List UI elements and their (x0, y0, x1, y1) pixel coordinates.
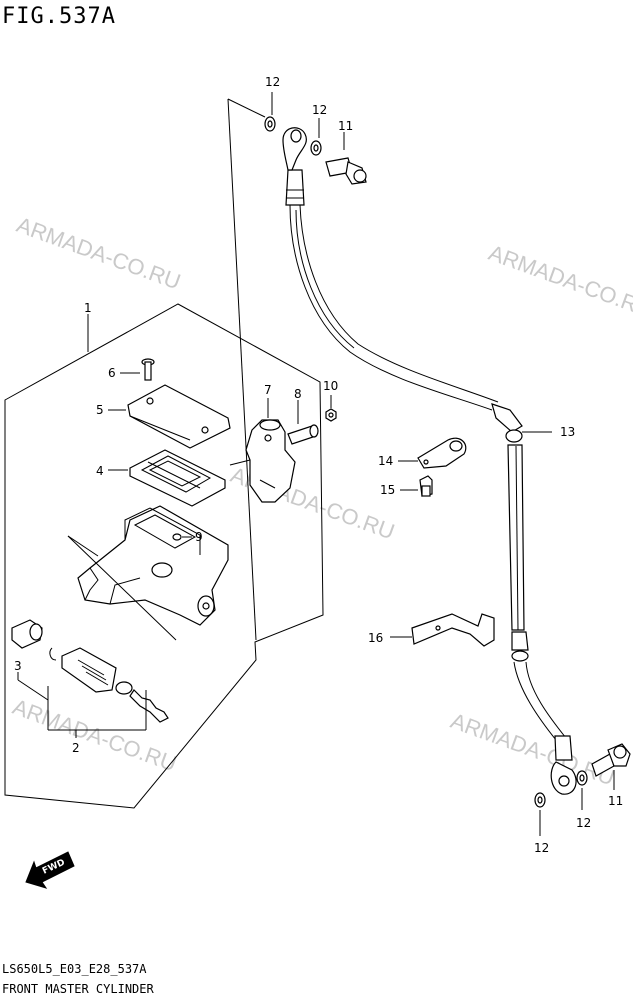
callout-9: 9 (195, 530, 203, 544)
washer-upper-right (310, 118, 322, 156)
callout-6: 6 (108, 366, 116, 380)
washer-upper-left (264, 92, 276, 132)
callout-7: 7 (264, 383, 272, 397)
cylinder-body (67, 505, 229, 641)
callout-4: 4 (96, 464, 104, 478)
assembly-outline (4, 303, 324, 809)
bolt-part-15 (400, 475, 433, 497)
figure-name: FRONT MASTER CYLINDER (2, 982, 154, 996)
piston-kit (11, 619, 169, 738)
washer-lower-right (576, 770, 588, 810)
bracket-part-16 (390, 613, 495, 647)
callout-12-lower-left: 12 (534, 841, 549, 855)
callout-11-upper: 11 (338, 119, 353, 133)
forward-arrow-icon: FWD (25, 851, 75, 889)
callout-1: 1 (84, 301, 92, 315)
nut-part-10 (325, 395, 337, 422)
figure-code: LS650L5_E03_E28_537A (2, 962, 147, 976)
callout-15: 15 (380, 483, 395, 497)
banjo-bolt-lower (591, 743, 631, 790)
callout-11-lower: 11 (608, 794, 623, 808)
reservoir-cap-part-5 (108, 384, 231, 449)
callout-3: 3 (14, 659, 22, 673)
washer-lower-left (534, 792, 546, 836)
screw-part-9 (172, 533, 192, 541)
screw-part-6 (120, 358, 155, 381)
brake-hose (282, 127, 577, 795)
diaphragm-part-4 (108, 449, 226, 507)
callout-8: 8 (294, 387, 302, 401)
banjo-bolt-upper (325, 132, 367, 185)
callout-16: 16 (368, 631, 383, 645)
callout-10: 10 (323, 379, 338, 393)
callout-12-upper-left: 12 (265, 75, 280, 89)
bolt-part-8 (287, 400, 319, 445)
clamp-part-14 (398, 437, 467, 469)
callout-13: 13 (560, 425, 575, 439)
callout-12-lower-right: 12 (576, 816, 591, 830)
callout-14: 14 (378, 454, 393, 468)
callout-12-upper-right: 12 (312, 103, 327, 117)
callout-2: 2 (72, 741, 80, 755)
figure-title: FIG.537A (2, 4, 116, 29)
bracket-part-7 (229, 398, 296, 503)
callout-5: 5 (96, 403, 104, 417)
